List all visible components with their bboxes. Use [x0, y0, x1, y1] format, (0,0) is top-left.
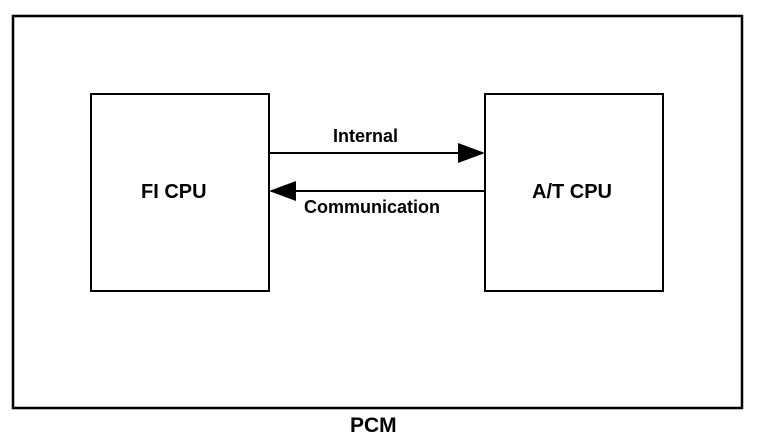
pcm-container-box: [11, 14, 744, 410]
communication-connection-label: Communication: [304, 197, 441, 217]
communication-arrowhead: [269, 181, 296, 201]
pcm-caption: PCM: [350, 414, 397, 437]
at-cpu-box: [484, 93, 664, 292]
internal-arrowhead: [458, 143, 485, 163]
at-cpu-label: A/T CPU: [532, 181, 612, 203]
fi-cpu-label: FI CPU: [141, 181, 207, 203]
internal-connection-label: Internal: [333, 126, 399, 146]
fi-cpu-box: [90, 93, 270, 292]
